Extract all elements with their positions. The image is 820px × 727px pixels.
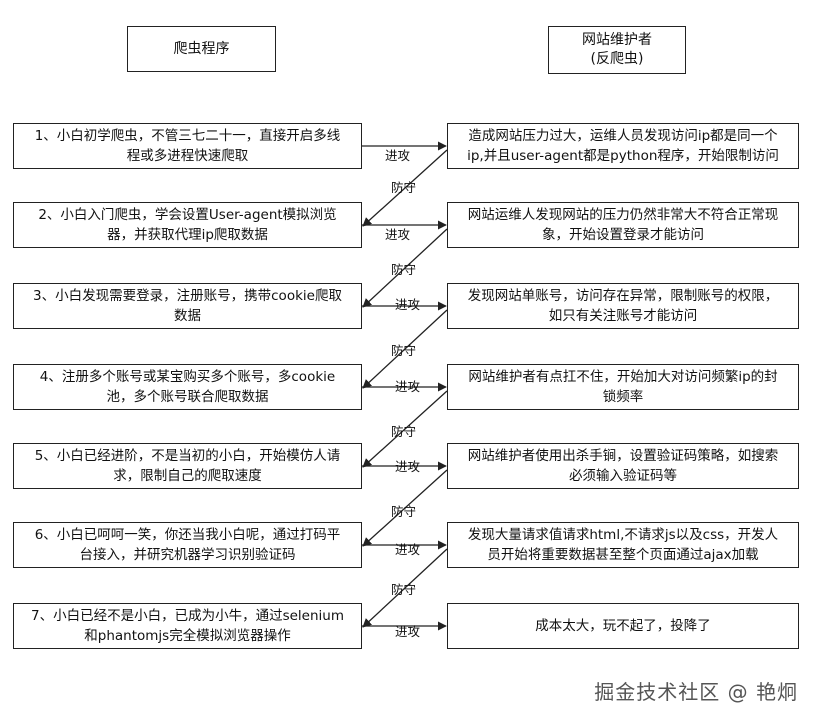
crawler-step-2: 2、小白入门爬虫，学会设置User-agent模拟浏览 器，并获取代理ip爬取数… — [13, 202, 362, 248]
crawler-step-1-line-2: 程或多进程快速爬取 — [126, 148, 249, 164]
crawler-step-1-line-1: 1、小白初学爬虫，不管三七二十一，直接开启多线 — [34, 128, 341, 144]
site-maintainer-header: 网站维护者 (反爬虫) — [548, 26, 686, 74]
attack-label-1: 进攻 — [385, 148, 411, 163]
crawler-header: 爬虫程序 — [127, 26, 276, 72]
maintainer-step-3-line-1: 发现网站单账号，访问存在异常，限制账号的权限， — [467, 288, 779, 304]
crawler-header-label: 爬虫程序 — [173, 41, 230, 57]
defend-label-4: 防守 — [391, 424, 417, 439]
crawler-step-7-line-1: 7、小白已经不是小白，已成为小牛，通过selenium — [31, 608, 344, 624]
attack-label-4: 进攻 — [395, 379, 421, 394]
maintainer-step-4: 网站维护者有点扛不住，开始加大对访问频繁ip的封 锁频率 — [447, 364, 799, 410]
attack-label-3: 进攻 — [395, 297, 421, 312]
attack-label-2: 进攻 — [385, 227, 411, 242]
defend-arrow-2 — [362, 228, 448, 308]
crawler-step-5-line-2: 求，限制自己的爬取速度 — [113, 468, 262, 484]
maintainer-step-7-line-1: 成本太大，玩不起了，投降了 — [535, 618, 711, 634]
maintainer-step-1: 造成网站压力过大，运维人员发现访问ip都是同一个 ip,并且user-agent… — [447, 123, 799, 169]
crawler-step-4-line-2: 池，多个账号联合爬取数据 — [106, 389, 269, 405]
watermark: 掘金技术社区 @ 艳炯 — [594, 680, 798, 704]
maintainer-step-7: 成本太大，玩不起了，投降了 — [447, 603, 799, 649]
defend-label-6: 防守 — [391, 582, 417, 597]
crawler-step-3-line-2: 数据 — [174, 308, 201, 324]
defend-label-3: 防守 — [391, 343, 417, 358]
crawler-step-4-line-1: 4、注册多个账号或某宝购买多个账号，多cookie — [39, 369, 336, 385]
site-maintainer-header-label: 网站维护者 — [582, 32, 652, 48]
crawler-step-3-line-1: 3、小白发现需要登录，注册账号，携带cookie爬取 — [33, 288, 342, 304]
crawler-step-1: 1、小白初学爬虫，不管三七二十一，直接开启多线 程或多进程快速爬取 — [13, 123, 362, 169]
anti-crawler-header-label: (反爬虫) — [590, 51, 644, 67]
maintainer-step-1-line-1: 造成网站压力过大，运维人员发现访问ip都是同一个 — [468, 128, 778, 144]
crawler-step-4: 4、注册多个账号或某宝购买多个账号，多cookie 池，多个账号联合爬取数据 — [13, 364, 362, 410]
defend-label-1: 防守 — [391, 180, 417, 195]
attack-label-6: 进攻 — [395, 542, 421, 557]
maintainer-step-2-line-1: 网站运维人发现网站的压力仍然非常大不符合正常现 — [467, 207, 779, 223]
crawler-step-7-line-2: 和phantomjs完全模拟浏览器操作 — [84, 628, 291, 644]
maintainer-step-3: 发现网站单账号，访问存在异常，限制账号的权限， 如只有关注账号才能访问 — [447, 283, 799, 329]
crawler-step-6-line-2: 台接入，并研究机器学习识别验证码 — [79, 547, 296, 563]
crawler-step-3: 3、小白发现需要登录，注册账号，携带cookie爬取 数据 — [13, 283, 362, 329]
maintainer-step-6-line-1: 发现大量请求值请求html,不请求js以及css，开发人 — [467, 527, 779, 543]
maintainer-step-6-line-2: 员开始将重要数据甚至整个页面通过ajax加载 — [487, 547, 759, 563]
maintainer-step-5-line-2: 必须输入验证码等 — [569, 468, 677, 484]
maintainer-step-5: 网站维护者使用出杀手锏，设置验证码策略，如搜索 必须输入验证码等 — [447, 443, 799, 489]
defend-arrow-1 — [362, 149, 448, 227]
defend-arrow-6 — [362, 548, 448, 628]
maintainer-step-2: 网站运维人发现网站的压力仍然非常大不符合正常现 象，开始设置登录才能访问 — [447, 202, 799, 248]
crawler-step-5: 5、小白已经进阶，不是当初的小白，开始模仿人请 求，限制自己的爬取速度 — [13, 443, 362, 489]
attack-label-7: 进攻 — [395, 624, 421, 639]
crawler-step-5-line-1: 5、小白已经进阶，不是当初的小白，开始模仿人请 — [34, 448, 341, 464]
maintainer-step-1-line-2: ip,并且user-agent都是python程序，开始限制访问 — [467, 148, 779, 164]
defend-label-5: 防守 — [391, 504, 417, 519]
crawler-step-2-line-2: 器，并获取代理ip爬取数据 — [107, 227, 268, 243]
attack-label-5: 进攻 — [395, 459, 421, 474]
crawler-step-2-line-1: 2、小白入门爬虫，学会设置User-agent模拟浏览 — [38, 207, 337, 223]
crawler-step-6: 6、小白已呵呵一笑，你还当我小白呢，通过打码平 台接入，并研究机器学习识别验证码 — [13, 522, 362, 568]
defend-arrow-5 — [362, 469, 448, 547]
maintainer-step-4-line-2: 锁频率 — [602, 389, 644, 405]
crawler-step-6-line-1: 6、小白已呵呵一笑，你还当我小白呢，通过打码平 — [34, 527, 341, 543]
maintainer-step-5-line-1: 网站维护者使用出杀手锏，设置验证码策略，如搜索 — [467, 448, 779, 464]
defend-arrow-4 — [362, 390, 448, 468]
defend-arrow-3 — [362, 309, 448, 389]
crawler-step-7: 7、小白已经不是小白，已成为小牛，通过selenium 和phantomjs完全… — [13, 603, 362, 649]
maintainer-step-2-line-2: 象，开始设置登录才能访问 — [542, 227, 704, 243]
maintainer-step-3-line-2: 如只有关注账号才能访问 — [548, 308, 698, 324]
maintainer-step-6: 发现大量请求值请求html,不请求js以及css，开发人 员开始将重要数据甚至整… — [447, 522, 799, 568]
maintainer-step-4-line-1: 网站维护者有点扛不住，开始加大对访问频繁ip的封 — [468, 369, 778, 385]
defend-label-2: 防守 — [391, 262, 417, 277]
